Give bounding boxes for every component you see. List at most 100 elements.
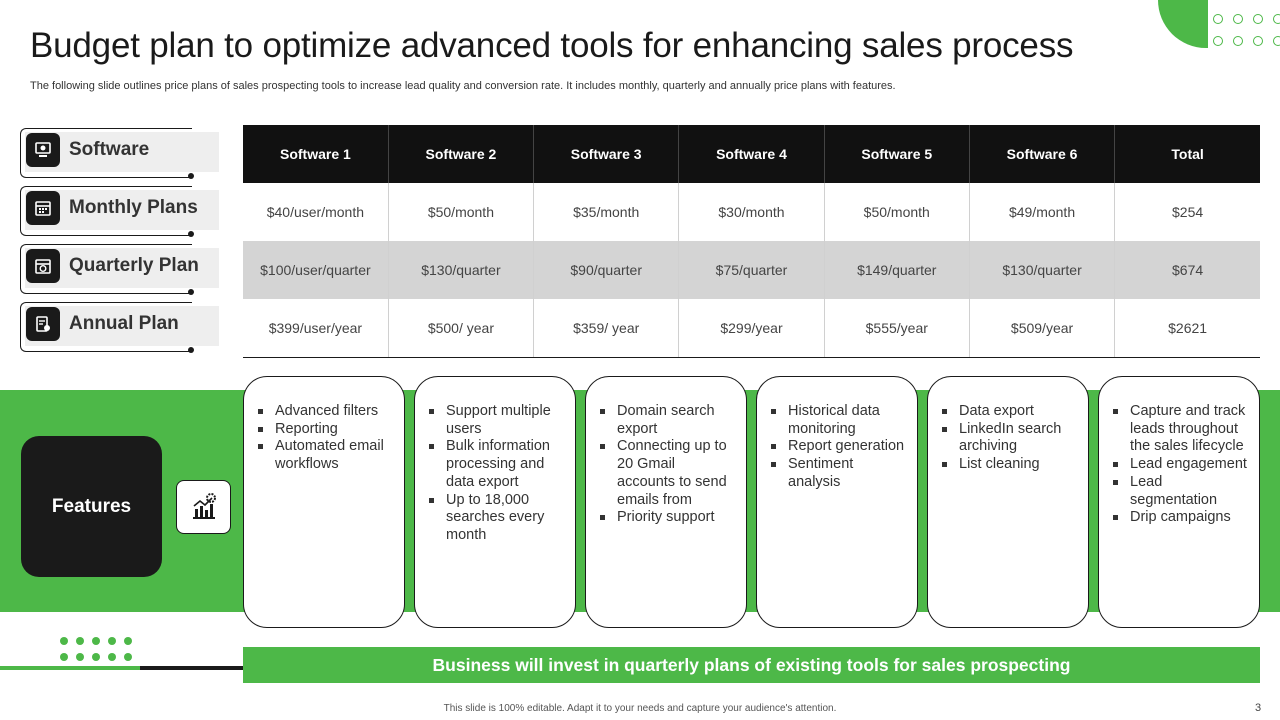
list-item: Automated email workflows: [256, 438, 394, 473]
page-subtitle: The following slide outlines price plans…: [30, 80, 896, 92]
ring-dot: [1273, 14, 1280, 24]
feature-card-software-3: Domain search export Connecting up to 20…: [585, 376, 747, 628]
ring-dot: [1213, 36, 1223, 46]
feature-card-software-1: Advanced filters Reporting Automated ema…: [243, 376, 405, 628]
table-row-annual: $399/user/year $500/ year $359/ year $29…: [243, 299, 1260, 358]
page-number: 3: [1255, 702, 1262, 714]
page-title: Budget plan to optimize advanced tools f…: [30, 26, 1074, 65]
green-dot: [108, 653, 116, 661]
table-cell: $299/year: [678, 299, 825, 358]
pricing-table: Software 1 Software 2 Software 3 Softwar…: [243, 125, 1260, 358]
annual-plan-icon: [26, 307, 60, 341]
table-cell: $35/month: [533, 183, 680, 241]
list-item: Data export: [940, 403, 1078, 421]
green-dot: [60, 653, 68, 661]
table-cell: $2621: [1114, 299, 1260, 358]
ring-dot: [1273, 36, 1280, 46]
table-cell: $130/quarter: [969, 241, 1116, 299]
list-item: Connecting up to 20 Gmail accounts to se…: [598, 438, 736, 509]
table-cell: $254: [1172, 204, 1204, 220]
nav-bracket-dot: [188, 289, 194, 295]
feature-card-software-5: Data export LinkedIn search archiving Li…: [927, 376, 1089, 628]
banner-text: Business will invest in quarterly plans …: [432, 654, 1071, 675]
table-cell: $509/year: [969, 299, 1116, 358]
list-item: Priority support: [598, 509, 736, 527]
list-item: LinkedIn search archiving: [940, 421, 1078, 456]
table-cell: $399/user/year: [243, 299, 389, 358]
feature-list: Domain search export Connecting up to 20…: [598, 403, 736, 527]
table-cell: $30/month: [678, 183, 825, 241]
list-item: Reporting: [256, 421, 394, 439]
nav-item-monthly-plans[interactable]: Monthly Plans: [20, 186, 220, 237]
table-cell: $674: [1114, 241, 1260, 299]
list-item: Sentiment analysis: [769, 456, 907, 491]
corner-dot-grid: [1213, 14, 1280, 46]
calendar-icon: [26, 191, 60, 225]
column-header: Software 6: [969, 125, 1116, 183]
chart-gear-icon: [176, 480, 231, 534]
table-row-quarterly: $100/user/quarter $130/quarter $90/quart…: [243, 241, 1260, 299]
quarterly-calendar-icon: [26, 249, 60, 283]
nav-bracket: [20, 128, 192, 178]
green-dot: [76, 637, 84, 645]
feature-list: Capture and track leads throughout the s…: [1111, 403, 1249, 527]
feature-list: Data export LinkedIn search archiving Li…: [940, 403, 1078, 474]
ring-dot: [1213, 14, 1223, 24]
green-dot: [92, 653, 100, 661]
conclusion-banner: Business will invest in quarterly plans …: [243, 647, 1260, 683]
ring-dot: [1253, 36, 1263, 46]
table-cell: $40/user/month: [243, 183, 389, 241]
list-item: Bulk information processing and data exp…: [427, 438, 565, 491]
table-cell: $49/month: [969, 183, 1116, 241]
features-label: Features: [51, 495, 132, 517]
green-dot: [92, 637, 100, 645]
table-cell: $50/month: [388, 183, 535, 241]
feature-list: Historical data monitoring Report genera…: [769, 403, 907, 492]
feature-card-software-2: Support multiple users Bulk information …: [414, 376, 576, 628]
column-header: Software 3: [533, 125, 680, 183]
table-cell: $75/quarter: [678, 241, 825, 299]
column-header: Software 5: [824, 125, 970, 183]
column-header: Total: [1114, 125, 1260, 183]
table-cell: $500/ year: [388, 299, 535, 358]
nav-bracket: [20, 186, 192, 236]
nav-bracket: [20, 302, 192, 352]
nav-item-quarterly-plan[interactable]: Quarterly Plan: [20, 244, 220, 295]
table-header-row: Software 1 Software 2 Software 3 Softwar…: [243, 125, 1260, 183]
table-cell: $100/user/quarter: [243, 241, 389, 299]
nav-item-label: Quarterly Plan: [69, 255, 199, 276]
table-cell: $90/quarter: [533, 241, 680, 299]
table-cell: $359/ year: [533, 299, 680, 358]
ring-dot: [1233, 36, 1243, 46]
feature-list: Support multiple users Bulk information …: [427, 403, 565, 545]
list-item: List cleaning: [940, 456, 1078, 474]
green-dot: [124, 637, 132, 645]
footnote: This slide is 100% editable. Adapt it to…: [443, 703, 837, 714]
column-header: Software 2: [388, 125, 535, 183]
nav-item-label: Software: [69, 139, 150, 160]
feature-list: Advanced filters Reporting Automated ema…: [256, 403, 394, 474]
table-row-monthly: $40/user/month $50/month $35/month $30/m…: [243, 183, 1260, 241]
feature-card-software-4: Historical data monitoring Report genera…: [756, 376, 918, 628]
table-cell: $555/year: [824, 299, 970, 358]
list-item: Up to 18,000 searches every month: [427, 492, 565, 545]
decorative-dot-grid: [60, 637, 132, 661]
table-cell: $50/month: [824, 183, 970, 241]
software-icon: [26, 133, 60, 167]
nav-item-software[interactable]: Software: [20, 128, 220, 179]
list-item: Drip campaigns: [1111, 509, 1249, 527]
nav-bracket: [20, 244, 192, 294]
nav-item-label: Annual Plan: [69, 313, 179, 334]
ring-dot: [1233, 14, 1243, 24]
green-dot: [108, 637, 116, 645]
list-item: Domain search export: [598, 403, 736, 438]
table-cell: $149/quarter: [824, 241, 970, 299]
decorative-line-accent: [0, 666, 140, 670]
list-item: Support multiple users: [427, 403, 565, 438]
corner-quarter-circle: [1158, 0, 1208, 48]
nav-bracket-dot: [188, 347, 194, 353]
nav-bracket-dot: [188, 173, 194, 179]
nav-item-annual-plan[interactable]: Annual Plan: [20, 302, 220, 353]
list-item: Lead engagement: [1111, 456, 1249, 474]
column-header: Software 1: [243, 125, 389, 183]
